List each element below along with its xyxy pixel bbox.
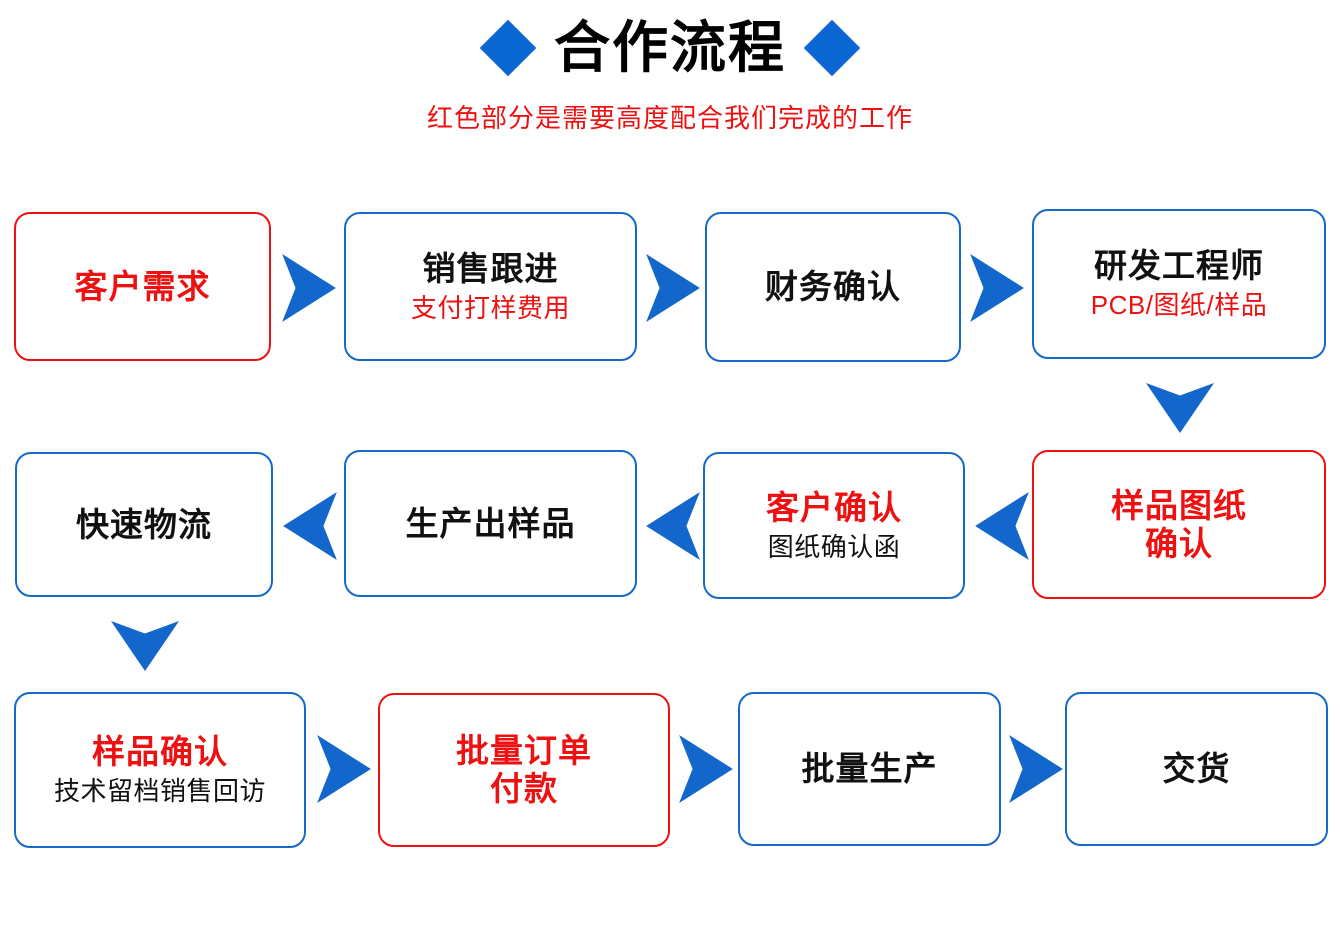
page-subtitle: 红色部分是需要高度配合我们完成的工作 — [426, 103, 913, 133]
flow-node-title: 快速物流 — [76, 505, 212, 543]
flow-node-title: 研发工程师 — [1094, 247, 1264, 285]
arrow-sales-to-finance-icon — [645, 251, 701, 325]
flow-node-title: 财务确认 — [765, 268, 901, 306]
title-row: 合作流程 — [0, 0, 1340, 96]
flow-node-customer-confirm[interactable]: 客户确认图纸确认函 — [703, 452, 965, 599]
flow-node-title: 批量订单 付款 — [456, 732, 592, 807]
arrow-rd-to-sample-drawing-icon — [1143, 382, 1217, 434]
arrow-sample-to-bulk-order-icon — [316, 732, 372, 806]
flow-node-title: 批量生产 — [801, 750, 938, 788]
flow-node-sample-drawing-confirm[interactable]: 样品图纸 确认 — [1032, 450, 1326, 599]
flow-node-subtitle: 支付打样费用 — [410, 292, 570, 323]
flow-node-rd-engineer[interactable]: 研发工程师 PCB/图纸/样品 — [1032, 209, 1326, 359]
arrow-customer-to-sales-icon — [281, 251, 337, 325]
flow-node-finance-confirm[interactable]: 财务确认 — [705, 212, 961, 362]
flow-node-title: 样品图纸 确认 — [1111, 486, 1247, 562]
arrow-bulk-order-to-production-icon — [678, 732, 734, 806]
arrow-logistics-to-sample-icon — [108, 620, 182, 672]
flow-node-subtitle: 技术留档销售回访 — [53, 776, 266, 807]
page-title: 合作流程 — [554, 16, 786, 79]
flow-node-bulk-production[interactable]: 批量生产 — [738, 692, 1001, 846]
flow-node-title: 交货 — [1162, 750, 1231, 788]
flow-node-fast-logistics[interactable]: 快速物流 — [15, 452, 273, 597]
flow-node-title: 样品确认 — [92, 733, 228, 771]
flow-node-subtitle: PCB/图纸/样品 — [1090, 290, 1268, 321]
arrow-production-to-delivery-icon — [1008, 732, 1064, 806]
flow-node-sample-confirm[interactable]: 样品确认技术留档销售回访 — [14, 692, 306, 848]
flow-node-delivery[interactable]: 交货 — [1065, 692, 1328, 846]
arrow-production-to-logistics-icon — [282, 489, 338, 563]
flow-node-sales-followup[interactable]: 销售跟进支付打样费用 — [344, 212, 637, 361]
arrow-drawing-to-customer-icon — [974, 489, 1030, 563]
flow-node-title: 客户需求 — [74, 267, 211, 305]
flow-node-title: 客户确认 — [766, 488, 902, 526]
flow-node-title: 生产出样品 — [405, 504, 576, 542]
page-header: 合作流程 红色部分是需要高度配合我们完成的工作 — [0, 0, 1340, 133]
flow-node-customer-requirement[interactable]: 客户需求 — [14, 212, 271, 361]
arrow-customer-to-production-icon — [645, 489, 701, 563]
flow-node-subtitle: 图纸确认函 — [767, 531, 901, 562]
flow-node-bulk-order-payment[interactable]: 批量订单 付款 — [378, 693, 670, 847]
flow-node-produce-sample[interactable]: 生产出样品 — [344, 450, 637, 597]
flow-node-title: 销售跟进 — [422, 249, 559, 287]
arrow-finance-to-rd-icon — [969, 251, 1025, 325]
diamond-icon-right — [803, 19, 861, 77]
diamond-icon-left — [479, 19, 537, 77]
